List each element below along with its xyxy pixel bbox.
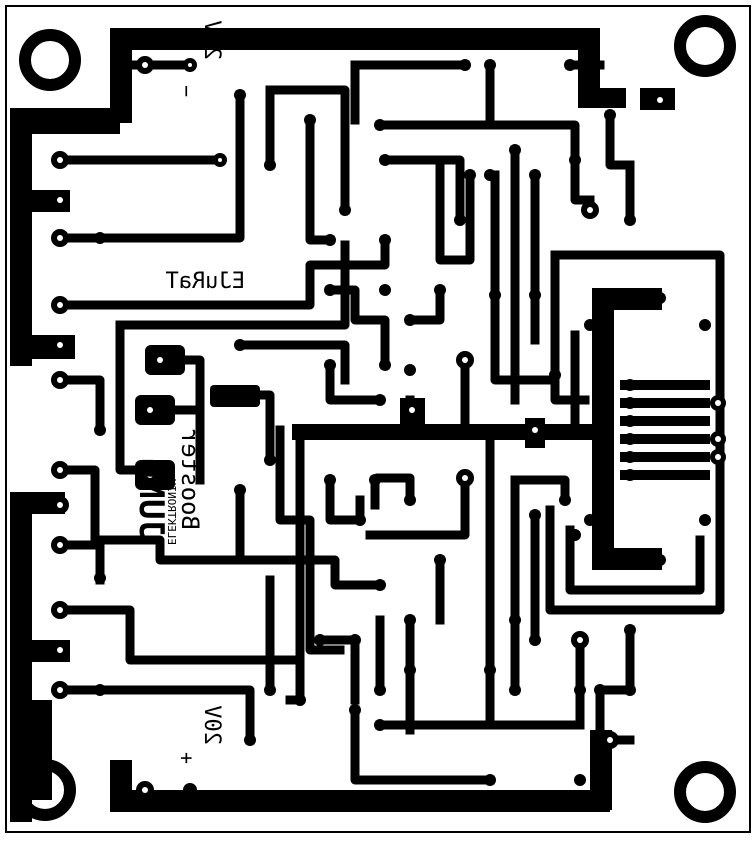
vias <box>51 56 726 799</box>
copper-fills <box>10 28 675 822</box>
bottom-polarity-label: + <box>175 752 199 764</box>
connector-pads <box>135 345 710 490</box>
board-title-label: Booster <box>176 429 204 530</box>
mount-hole-br <box>674 761 736 823</box>
top-voltage-label: 20V <box>199 20 224 60</box>
mount-hole-tl <box>19 29 81 91</box>
silkscreen: 20V − EJuRaT 20V + JUNG ELEKTRONIK Boost… <box>131 20 245 764</box>
board-name-label: EJuRaT <box>166 269 245 294</box>
bottom-voltage-label: 20V <box>199 705 224 745</box>
board-outline <box>5 5 751 833</box>
top-polarity-label: − <box>175 85 199 97</box>
drill-holes <box>57 62 721 793</box>
copper-traces <box>55 60 725 785</box>
logo-sub-label: ELEKTRONIK <box>165 478 178 545</box>
logo-label: JUNG <box>131 458 171 540</box>
mount-hole-tr <box>674 15 736 77</box>
